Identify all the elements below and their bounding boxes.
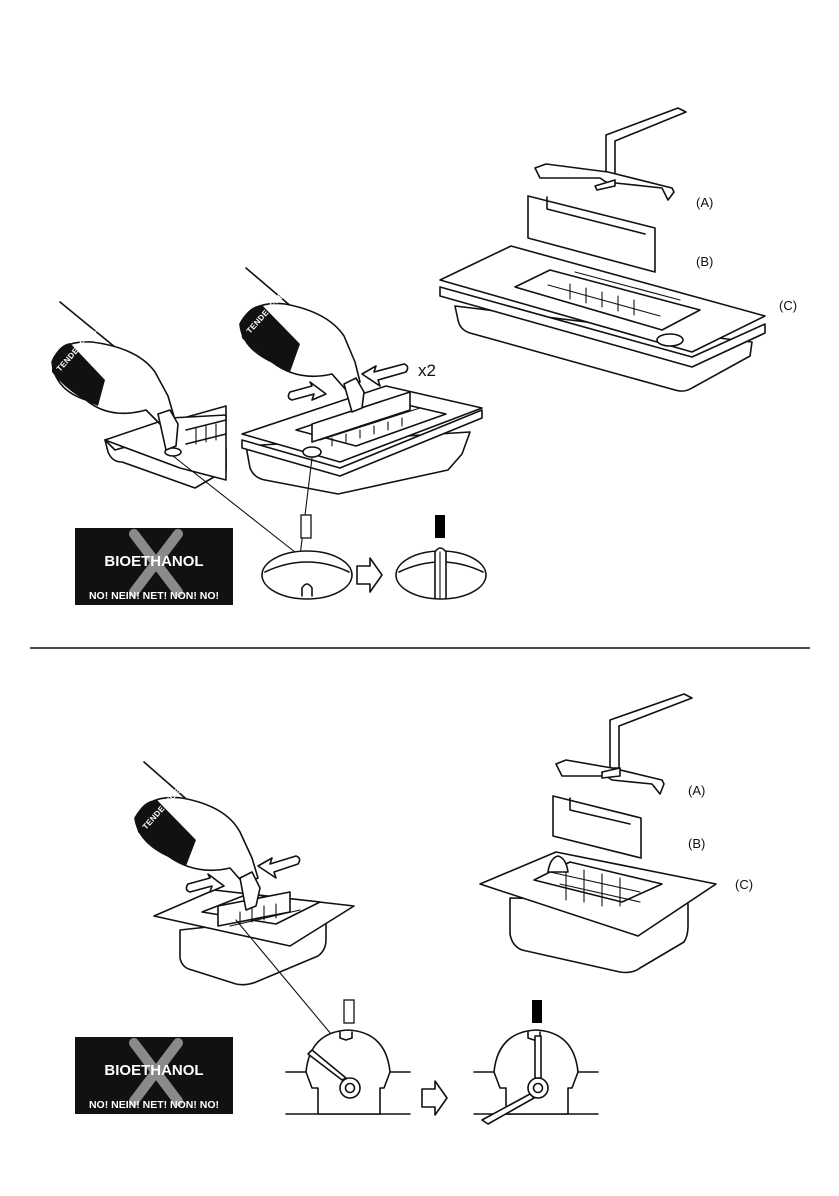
burner-c-top [440,246,765,391]
pouring-scene-right: TENDERFUEL x2 [240,268,482,494]
label-b-bottom: (B) [688,836,705,851]
exploded-view-top: (A) (B) (C) [440,108,797,391]
label-c-top: (C) [779,298,797,313]
repeat-multiplier: x2 [418,361,436,380]
empty-level-indicator-icon [301,515,311,538]
fill-level-sequence-top [262,515,486,599]
warning-refusal-top: NO! NEIN! NET! NON! NO! [89,590,219,602]
label-a-bottom: (A) [688,783,705,798]
warning-refusal-bottom: NO! NEIN! NET! NON! NO! [89,1099,219,1111]
pour-arrow-bottom-icon [258,856,300,878]
pour-arrow-return-icon [288,382,326,400]
hollow-right-arrow-icon [422,1081,447,1115]
warning-fuel-bottom: BIOETHANOL [104,1062,203,1079]
pouring-scene-left: TENDERFUEL [52,302,226,488]
label-c-bottom: (C) [735,877,753,892]
pour-arrow-return-bottom-icon [186,874,224,892]
bioethanol-warning-bottom: BIOETHANOL NO! NEIN! NET! NON! NO! [75,1037,233,1114]
empty-level-indicator-icon [344,1000,354,1023]
pouring-scene-bottom: TENDERFUEL [135,762,354,985]
hollow-right-arrow-icon [357,558,382,592]
full-level-indicator-icon [532,1000,542,1023]
fill-level-sequence-bottom [286,1000,598,1124]
snuffer-handle-a [535,108,686,200]
pour-arrow-icon [362,364,408,386]
burner-c-bottom [480,852,716,973]
warning-fuel-top: BIOETHANOL [104,553,203,570]
exploded-view-bottom: (A) (B) (C) [480,694,753,973]
label-a-top: (A) [696,195,713,210]
regulator-plate-b-bottom [553,796,641,858]
bioethanol-warning-top: BIOETHANOL NO! NEIN! NET! NON! NO! [75,528,233,605]
snuffer-handle-a-bottom [556,694,692,794]
full-level-indicator-icon [435,515,445,538]
label-b-top: (B) [696,254,713,269]
